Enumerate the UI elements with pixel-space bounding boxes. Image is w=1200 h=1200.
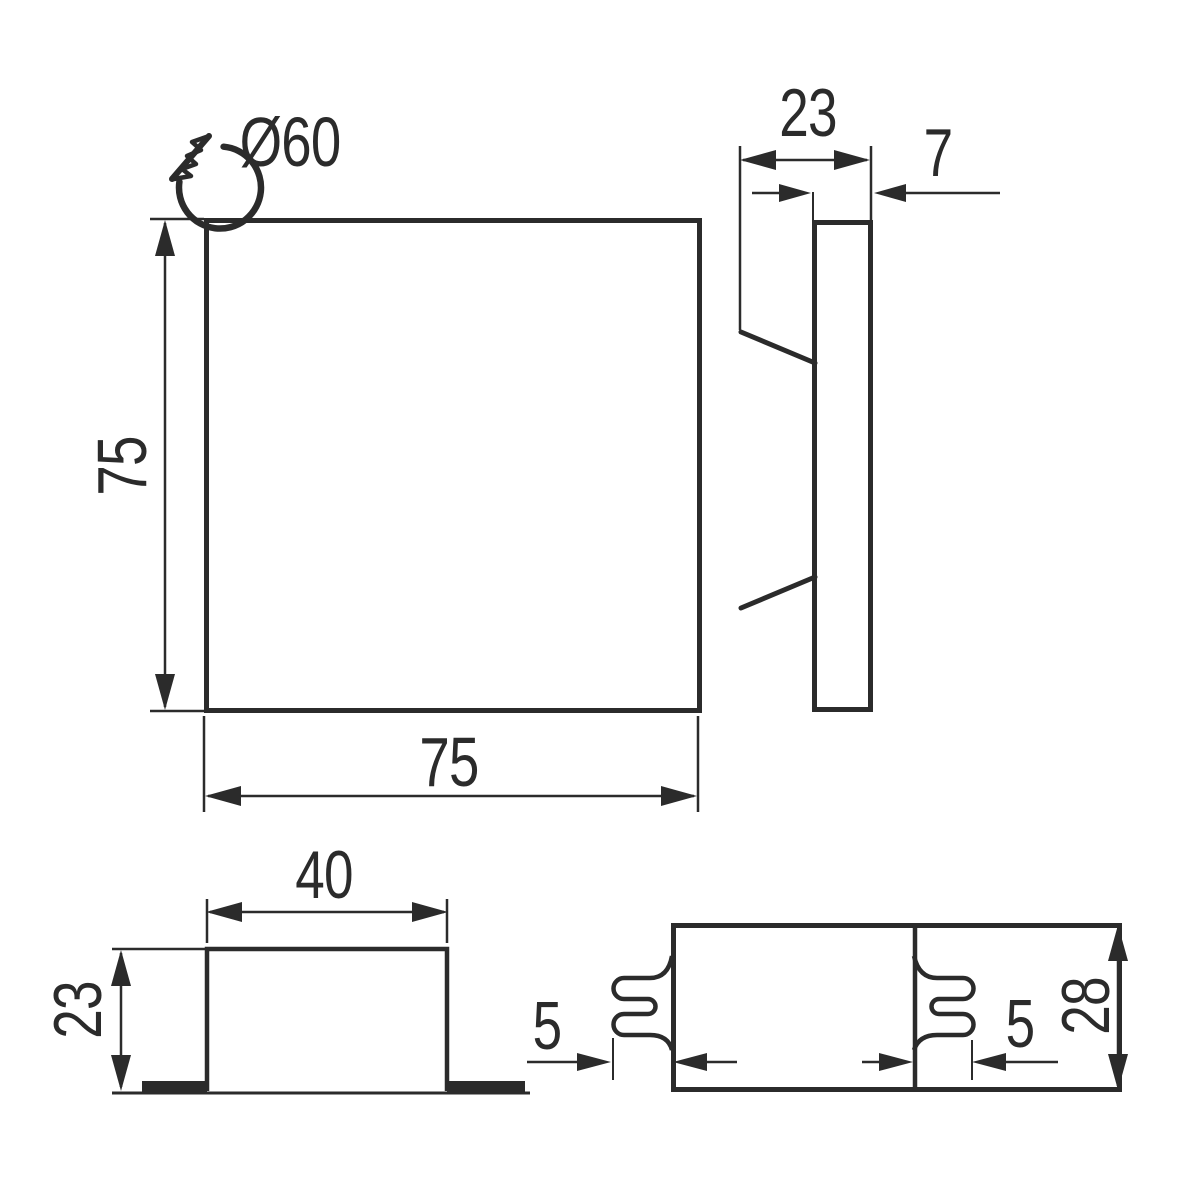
housing-front-view bbox=[111, 899, 530, 1095]
spring-clip-bottom bbox=[738, 574, 818, 611]
arrowhead-up bbox=[111, 950, 131, 986]
side-depth-dimension bbox=[738, 146, 873, 330]
housing-side-outline bbox=[671, 923, 1122, 1092]
plate-thickness-dimension bbox=[752, 184, 1000, 222]
arrowhead-right bbox=[779, 184, 811, 202]
housing-depth-label: 23 bbox=[40, 981, 116, 1039]
spring-left-dimension bbox=[527, 1038, 737, 1080]
housing-width-dimension bbox=[205, 899, 449, 943]
arrowhead-left bbox=[874, 184, 906, 202]
arrowhead-right bbox=[577, 1053, 611, 1071]
arrowhead-down bbox=[111, 1055, 131, 1091]
housing-width-label: 40 bbox=[295, 837, 353, 913]
spring-right-dimension bbox=[862, 1040, 1058, 1080]
arrowhead-right bbox=[412, 902, 448, 922]
arrowhead-left bbox=[205, 786, 241, 806]
spring-clip-top bbox=[738, 329, 818, 366]
arrowhead-left bbox=[206, 902, 242, 922]
arrowhead-down bbox=[1108, 1054, 1128, 1090]
housing-depth-dimension bbox=[111, 947, 205, 1091]
retention-spring-left bbox=[611, 955, 675, 1051]
front-width-dimension bbox=[202, 716, 700, 812]
flange-left bbox=[142, 1081, 207, 1092]
front-width-label: 75 bbox=[419, 723, 479, 801]
front-view bbox=[150, 217, 702, 812]
arrowhead-right bbox=[661, 786, 697, 806]
housing-total-depth-dimension bbox=[1108, 925, 1128, 1090]
arrowhead-left bbox=[972, 1053, 1006, 1071]
arrowhead-left bbox=[673, 1053, 707, 1071]
housing-side-view bbox=[527, 923, 1128, 1092]
arrowhead-right bbox=[834, 150, 870, 170]
flange-right bbox=[447, 1081, 525, 1092]
side-depth-label: 23 bbox=[779, 75, 837, 151]
spring-left-label: 5 bbox=[532, 988, 563, 1064]
front-panel-outline bbox=[204, 218, 702, 713]
hole-saw-serration bbox=[171, 133, 212, 182]
arrowhead-left bbox=[740, 150, 776, 170]
side-view bbox=[738, 146, 1000, 712]
arrowhead-up bbox=[1108, 925, 1128, 961]
front-height-label: 75 bbox=[83, 436, 161, 496]
side-plate-outline bbox=[812, 220, 873, 712]
cutout-diameter-label: Ø60 bbox=[239, 103, 342, 181]
arrowhead-down bbox=[155, 674, 175, 710]
arrowhead-right bbox=[879, 1053, 913, 1071]
retention-spring-right bbox=[911, 955, 976, 1051]
spring-right-label: 5 bbox=[1005, 986, 1036, 1062]
front-height-dimension bbox=[150, 217, 204, 713]
plate-thickness-label: 7 bbox=[923, 115, 954, 191]
housing-box-outline bbox=[204, 946, 450, 1091]
housing-total-depth-label: 28 bbox=[1048, 977, 1124, 1035]
arrowhead-up bbox=[155, 220, 175, 256]
